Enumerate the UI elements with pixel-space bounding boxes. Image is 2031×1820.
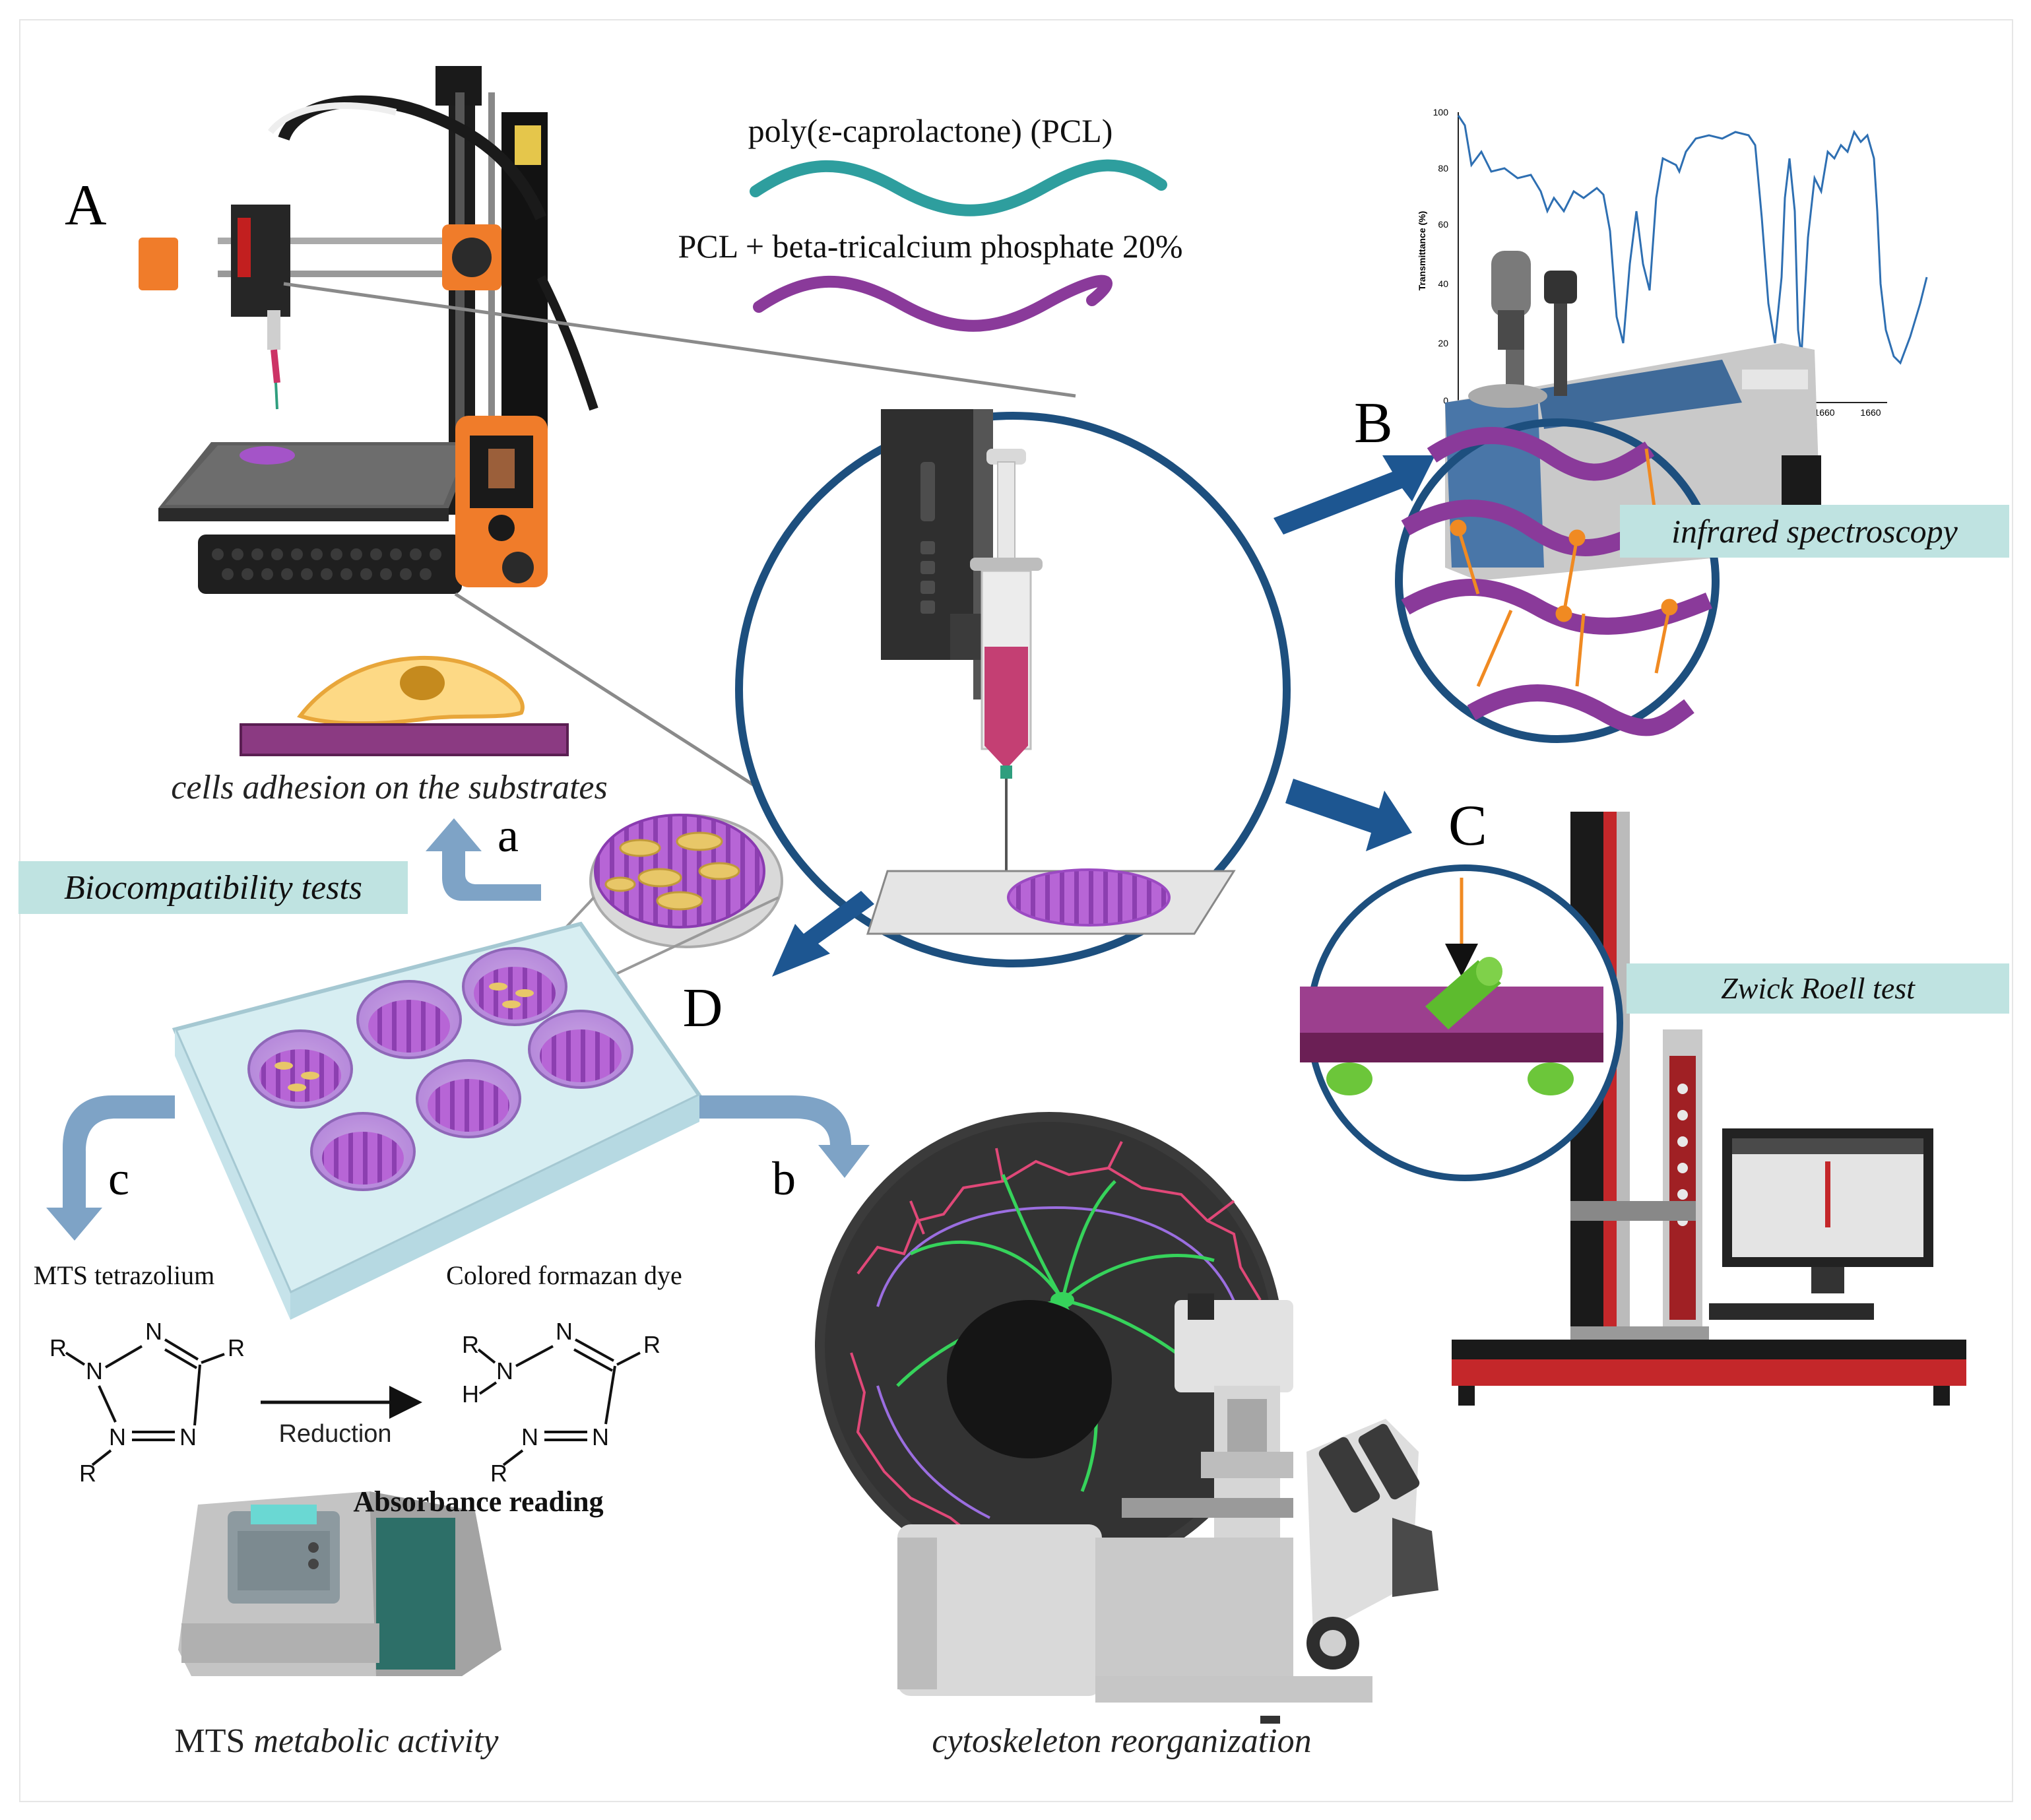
arrow-to-d (772, 891, 874, 977)
ir-ytick-20: 20 (1438, 338, 1448, 348)
ir-ytick-100: 100 (1433, 107, 1449, 117)
arrow-to-c-test (46, 1095, 175, 1241)
cell-icon (240, 655, 569, 756)
mts-caption: MTS metabolic activity (174, 1722, 499, 1760)
infrared-caption: infrared spectroscopy (1671, 513, 1958, 550)
panel-label-a: A (65, 174, 107, 238)
tetrazolium-structure: R N N R N N R (49, 1318, 245, 1487)
3d-printer-icon (139, 66, 598, 594)
sublabel-a: a (498, 809, 519, 862)
petri-dish-icon (589, 814, 783, 948)
well-plate-icon (172, 921, 703, 1320)
zwick-caption-bg (1627, 963, 2009, 1014)
arrow-to-c (1285, 779, 1412, 851)
chem-n-8: N (592, 1423, 609, 1450)
cytoskeleton-cell-icon (815, 1112, 1283, 1580)
formazan-label: Colored formazan dye (446, 1260, 682, 1290)
tetrazolium-bonds (65, 1338, 225, 1466)
ir-ytick-80: 80 (1438, 163, 1448, 174)
plate-reader-icon (178, 1491, 501, 1676)
biocompat-caption: Biocompatibility tests (64, 869, 362, 907)
panel-label-b: B (1354, 391, 1393, 455)
mts-caption-italic: metabolic activity (253, 1722, 499, 1760)
adhesion-caption: cells adhesion on the substrates (171, 769, 608, 806)
mts-tetrazolium-label: MTS tetrazolium (34, 1260, 214, 1290)
ir-ytick-0: 0 (1443, 395, 1448, 406)
panel-label-d: D (683, 977, 723, 1039)
panel-label-c: C (1448, 794, 1487, 858)
chem-n-1: N (86, 1357, 103, 1384)
zoom-line-top (283, 282, 1076, 398)
three-point-bending-zoom (1300, 864, 1623, 1181)
polymer-network-zoom (1395, 418, 1720, 743)
chem-n-7: N (521, 1423, 538, 1450)
sublabel-c: c (108, 1152, 129, 1205)
ir-xtick-2: 1660 (1860, 407, 1881, 418)
cytoskeleton-caption: cytoskeleton reorganization (932, 1722, 1311, 1760)
pcl-tcp-wave-icon (753, 275, 1112, 332)
chem-n-6: N (556, 1318, 573, 1345)
pcl-wave-icon (750, 159, 1167, 216)
microscope-icon (897, 1293, 1438, 1724)
chem-n-2: N (145, 1318, 162, 1345)
biocompat-caption-bg (18, 861, 408, 914)
ir-ylabel: Transmittance (%) (1417, 211, 1427, 291)
formazan-bonds (477, 1338, 641, 1466)
syringe-icon (735, 409, 1291, 967)
material-pcl-tcp-label: PCL + beta-tricalcium phosphate 20% (678, 228, 1182, 265)
chem-r-4: R (462, 1331, 479, 1358)
chem-n-5: N (496, 1357, 513, 1384)
chem-r-1: R (49, 1334, 67, 1361)
arrow-to-b-test (699, 1095, 870, 1178)
chem-n-4: N (179, 1423, 197, 1450)
infrared-caption-bg (1620, 505, 2009, 558)
chem-h-1: H (462, 1381, 479, 1408)
ir-xtick-1: 1660 (1814, 407, 1834, 418)
arrow-to-b (1273, 455, 1435, 535)
sublabel-b: b (772, 1152, 796, 1205)
reduction-label: Reduction (278, 1420, 391, 1448)
arrow-to-a (426, 818, 541, 901)
chem-r-5: R (643, 1331, 661, 1358)
tensile-tester-icon (1452, 812, 1966, 1406)
mts-caption-prefix: MTS (174, 1722, 253, 1760)
formazan-structure: R N N R H N N R (462, 1318, 661, 1487)
absorbance-label: Absorbance reading (353, 1485, 603, 1518)
material-pcl-label: poly(ε-caprolactone) (PCL) (748, 112, 1113, 149)
ir-ytick-60: 60 (1438, 219, 1448, 230)
chem-r-2: R (228, 1334, 245, 1361)
chem-n-3: N (109, 1423, 126, 1450)
zwick-caption: Zwick Roell test (1721, 971, 1916, 1005)
ir-spectrum-chart: 100 80 60 40 20 0 Transmittance (%) 1660… (1417, 107, 1928, 418)
ir-ytick-40: 40 (1438, 278, 1448, 289)
